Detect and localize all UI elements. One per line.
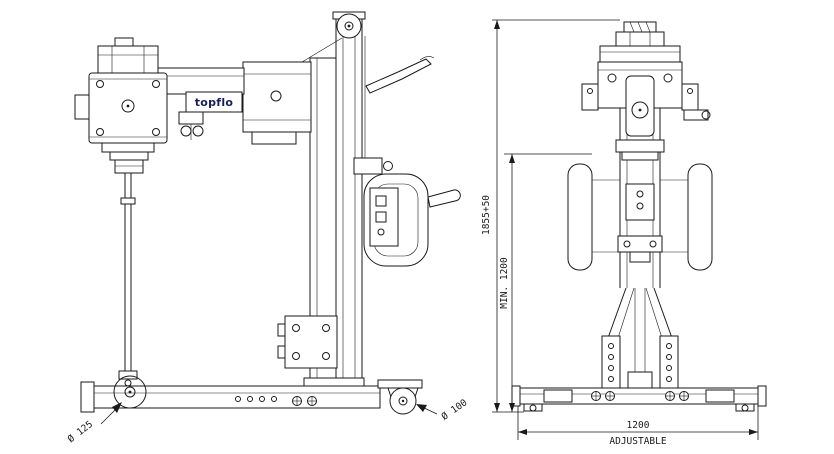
- arm-fitting: [178, 111, 204, 140]
- control-handle: [353, 157, 461, 267]
- dim-overall-height: 1855+50: [481, 19, 620, 413]
- base-frame-side: [80, 381, 381, 413]
- mixer-shaft: [118, 173, 138, 387]
- support-arm: topflo: [151, 67, 245, 113]
- rear-caster-dia-label: Ø 100: [440, 397, 470, 423]
- brand-label: topflo: [195, 96, 234, 109]
- pulley: [336, 13, 362, 39]
- drum-gripper-left: [567, 163, 620, 271]
- mast-carriage: [277, 315, 338, 369]
- front-caster-dia-label: Ø 125: [66, 419, 95, 445]
- front-machine-top: [599, 21, 681, 63]
- dim-min-height: MIN. 1200: [499, 153, 592, 412]
- release-lever: [365, 56, 435, 94]
- front-view: 1855+50 MIN. 1200 1200 ADJUSTABLE: [481, 19, 767, 447]
- front-wheel: [113, 375, 147, 409]
- drum-gripper-right: [660, 163, 713, 271]
- drive-unit: [74, 37, 168, 174]
- support-arm-bracket: [242, 61, 312, 145]
- dim-base-width-note: ADJUSTABLE: [609, 436, 666, 447]
- rear-caster-dim: Ø 100: [416, 397, 470, 423]
- dim-base-width: 1200 ADJUSTABLE: [517, 406, 759, 447]
- front-legs: [601, 287, 679, 389]
- dim-base-width-label: 1200: [627, 420, 650, 431]
- side-view: topflo: [66, 11, 470, 445]
- dim-overall-height-label: 1855+50: [481, 195, 492, 235]
- dim-min-height-label: MIN. 1200: [499, 257, 510, 309]
- base-frame-front: [511, 385, 767, 412]
- front-motor-body: [625, 75, 655, 137]
- rear-caster: [377, 379, 423, 415]
- column-cross-blocks: [615, 139, 665, 263]
- grip-bar: [427, 189, 461, 208]
